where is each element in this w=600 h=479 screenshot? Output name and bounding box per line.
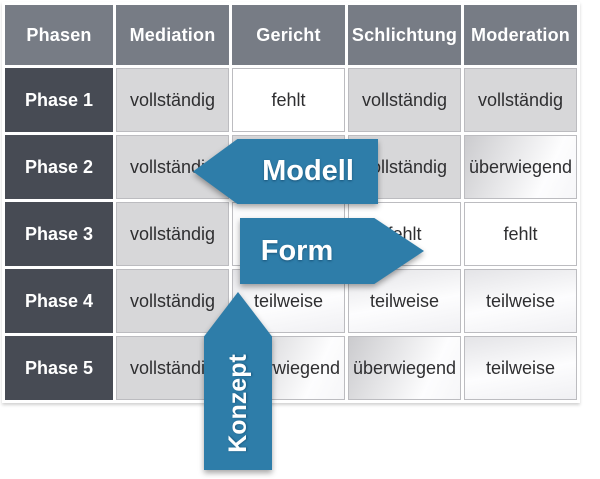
column-header: Moderation <box>464 5 577 65</box>
row-header: Phase 1 <box>5 68 113 132</box>
table-cell: fehlt <box>232 68 345 132</box>
row-header: Phase 2 <box>5 135 113 199</box>
column-header: Mediation <box>116 5 229 65</box>
table-cell: fehlt <box>464 202 577 266</box>
table-cell: vollständig <box>116 269 229 333</box>
arrow-konzept: Konzept <box>204 292 272 470</box>
column-header: Phasen <box>5 5 113 65</box>
table-cell: teilweise <box>464 269 577 333</box>
table-cell: überwiegend <box>348 336 461 400</box>
column-header: Schlichtung <box>348 5 461 65</box>
table-cell: teilweise <box>464 336 577 400</box>
arrow-modell: Modell <box>193 139 378 204</box>
arrow-left-shape: Modell <box>193 139 378 204</box>
table-cell: vollständig <box>464 68 577 132</box>
table-cell: vollständig <box>116 202 229 266</box>
arrow-form: Form <box>240 218 424 284</box>
table-cell: vollständig <box>348 68 461 132</box>
row-header: Phase 4 <box>5 269 113 333</box>
arrow-up-shape: Konzept <box>204 292 272 470</box>
table-cell: vollständig <box>348 135 461 199</box>
table-cell: überwiegend <box>464 135 577 199</box>
column-header: Gericht <box>232 5 345 65</box>
arrow-form-label: Form <box>260 234 334 267</box>
row-header: Phase 3 <box>5 202 113 266</box>
table-cell: vollständig <box>116 68 229 132</box>
row-header: Phase 5 <box>5 336 113 400</box>
arrow-konzept-label: Konzept <box>223 353 252 453</box>
arrow-right-shape: Form <box>240 218 424 284</box>
arrow-modell-label: Modell <box>262 155 354 187</box>
